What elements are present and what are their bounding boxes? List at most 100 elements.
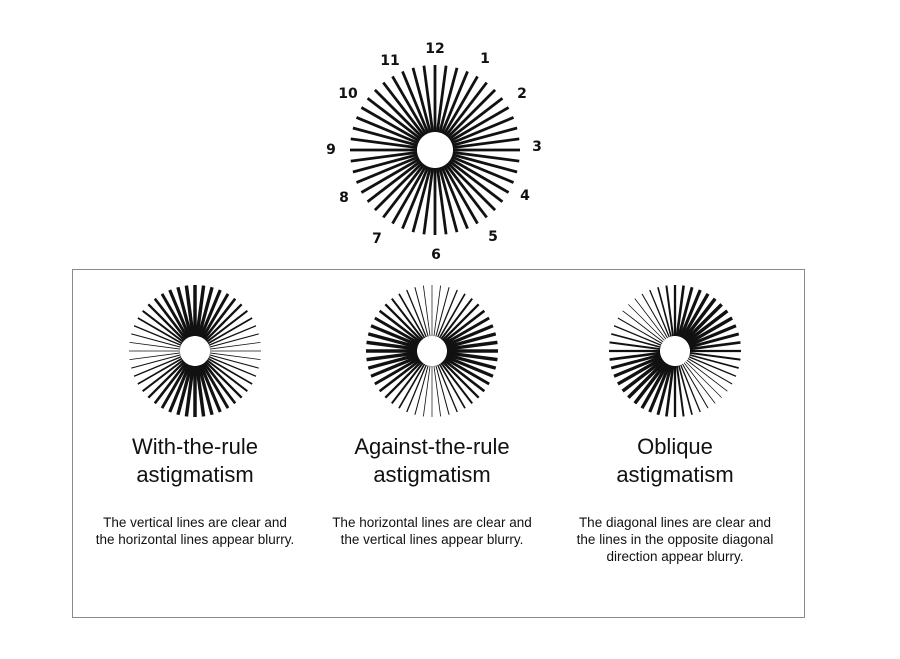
dial-spoke [378, 309, 421, 343]
dial-spoke [197, 365, 214, 416]
dial-spoke [613, 325, 662, 346]
dial-spoke [131, 333, 181, 348]
dial-spoke [682, 297, 717, 341]
dial-spoke [176, 365, 193, 416]
dial-spoke [437, 364, 458, 413]
type-dial-spokes [366, 285, 498, 417]
dial-spoke [370, 355, 419, 378]
dial-number-10: 10 [338, 86, 358, 102]
dial-spoke [435, 287, 450, 337]
dial-spoke [352, 153, 418, 174]
dial-spoke [209, 333, 259, 348]
oblique-title: Oblique astigmatism [553, 433, 797, 489]
against-the-rule-column: Against-the-rule astigmatism The horizon… [310, 270, 554, 617]
dial-spoke [195, 365, 206, 417]
dial-spoke [204, 360, 243, 399]
dial-spoke [195, 285, 206, 337]
dial-spoke [688, 356, 737, 377]
dial-spoke [442, 75, 479, 136]
dial-spoke [675, 285, 685, 337]
dial-spoke [209, 352, 261, 361]
dial-spoke [129, 352, 181, 361]
dial-spoke [440, 362, 473, 404]
dial-spoke [688, 324, 737, 347]
dial-number-3: 3 [532, 139, 542, 155]
dial-spoke [422, 365, 431, 417]
dial-spoke [199, 364, 222, 413]
dial-spoke [451, 116, 515, 145]
dial-spoke [452, 153, 518, 174]
dial-spoke [678, 365, 693, 415]
dial-spoke [384, 360, 423, 399]
dial-spoke [209, 354, 259, 369]
dial-spoke [422, 285, 431, 337]
dial-spoke [137, 357, 183, 385]
dial-spoke [444, 163, 488, 219]
dial-spoke [350, 150, 418, 163]
dial-spoke [438, 167, 459, 233]
dial-spoke [441, 303, 480, 342]
dial-spoke [160, 293, 189, 339]
dial-spoke [406, 364, 427, 413]
dial-spoke [446, 340, 498, 351]
oblique-title-line1: Oblique [637, 434, 713, 459]
against-the-rule-title-line2: astigmatism [373, 462, 491, 487]
dial-spoke [452, 137, 520, 150]
dial-spoke [382, 81, 426, 137]
dial-spoke [449, 157, 510, 194]
dial-spoke [133, 325, 182, 346]
dial-spoke [207, 317, 253, 345]
dial-spoke [184, 365, 195, 417]
with-the-rule-description: The vertical lines are clear and the hor… [95, 515, 295, 547]
dial-spoke [444, 316, 490, 345]
dial-spoke [209, 341, 261, 350]
dial-spoke [609, 351, 661, 361]
dial-spoke [610, 353, 661, 370]
dial-spoke [628, 304, 665, 341]
dial-number-7: 7 [372, 231, 382, 247]
dial-spoke [373, 161, 424, 212]
dial-spoke [391, 164, 428, 225]
dial-spoke [360, 106, 421, 143]
dial-spoke [129, 341, 181, 350]
dial-spoke [443, 359, 486, 393]
dial-spoke [208, 325, 257, 346]
dial-spoke [686, 359, 728, 392]
dial-spoke [677, 286, 694, 337]
dial-spoke [391, 75, 428, 136]
dial-spoke [391, 298, 424, 340]
dial-spoke [685, 309, 729, 344]
dial-spoke [366, 159, 422, 203]
dial-spoke [446, 332, 497, 349]
dial-spoke [438, 67, 459, 133]
dial-spoke [350, 137, 418, 150]
dial-spoke [411, 167, 432, 233]
dial-number-12: 12 [425, 41, 444, 57]
dial-spoke [206, 310, 248, 343]
dial-spoke [435, 365, 450, 415]
dial-spoke [435, 167, 448, 235]
dial-spoke [443, 309, 486, 343]
dial-number-8: 8 [339, 190, 349, 206]
oblique-title-line2: astigmatism [616, 462, 734, 487]
dial-spoke [366, 97, 422, 141]
dial-number-5: 5 [488, 229, 498, 245]
dial-spoke [446, 88, 497, 139]
dial-spoke [680, 364, 701, 413]
dial-spoke [609, 341, 661, 351]
dial-spoke [452, 150, 520, 163]
astigmatism-types-panel: With-the-rule astigmatism The vertical l… [72, 269, 805, 618]
dial-spoke [401, 166, 430, 230]
dial-spoke [382, 163, 426, 219]
dial-spoke [184, 285, 195, 337]
dial-spoke [440, 166, 469, 230]
dial-spoke [208, 356, 257, 377]
with-the-rule-title-line1: With-the-rule [132, 434, 258, 459]
dial-spoke [445, 324, 494, 347]
dial-spoke [633, 361, 668, 405]
dial-spoke [391, 362, 424, 404]
dial-spoke [451, 155, 515, 184]
dial-spoke [687, 316, 733, 345]
dial-spoke [414, 287, 429, 337]
dial-spoke [449, 106, 510, 143]
